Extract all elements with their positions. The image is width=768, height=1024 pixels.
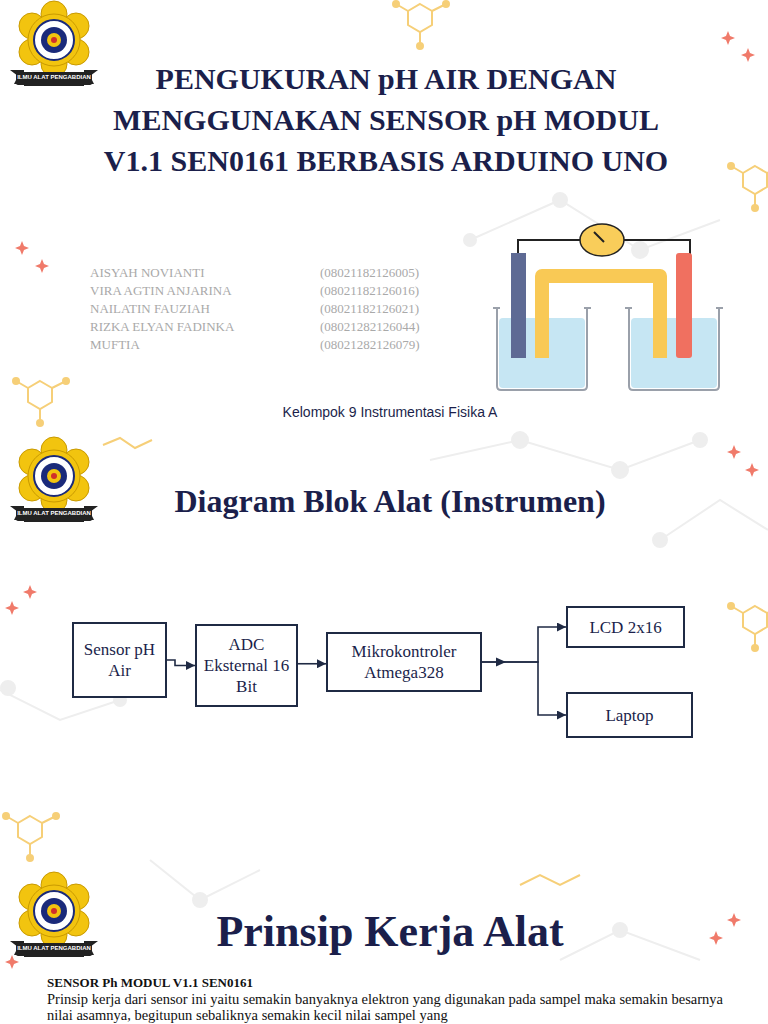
section-heading: SENSOR Ph MODUL V1.1 SEN0161 [47,975,447,991]
box-label: Laptop [605,705,653,726]
logo-motto: ILMU ALAT PENGABDIAN [16,509,92,518]
signal-arrow [482,627,566,662]
member-name: AISYAH NOVIANTI [90,265,310,281]
logo-motto: ILMU ALAT PENGABDIAN [16,73,92,82]
process-box: Laptop [566,692,693,738]
member-name: RIZKA ELYAN FADINKA [90,319,310,335]
box-label: LCD 2x16 [589,617,661,638]
group-label: Kelompok 9 Instrumentasi Fisika A [150,404,630,421]
signal-arrow [167,660,195,666]
student-id: (08021182126016) [320,283,540,299]
junction-arrowhead [496,658,506,667]
electrochemical-cell [493,224,723,390]
member-name: MUFTIA [90,337,310,353]
signal-arrow [298,663,326,665]
student-id: (08021182126005) [320,265,540,281]
logo-motto: ILMU ALAT PENGABDIAN [16,944,92,953]
process-box: LCD 2x16 [566,606,685,648]
member-name: NAILATIN FAUZIAH [90,301,310,317]
signal-arrow [482,662,566,715]
box-label: ADC Eksternal 16 Bit [203,634,290,697]
student-id: (08021282126079) [320,337,540,353]
body-paragraph: Prinsip kerja dari sensor ini yaitu sema… [47,991,723,1023]
student-id: (08021282126044) [320,319,540,335]
box-label: Mikrokontroler Atmega328 [334,641,474,683]
slide-heading: Diagram Blok Alat (Instrumen) [110,482,670,520]
slide-title: PENGUKURAN pH AIR DENGAN MENGGUNAKAN SEN… [96,58,676,181]
process-box: ADC Eksternal 16 Bit [195,624,298,707]
student-id: (08021182126021) [320,301,540,317]
box-label: Sensor pH Air [80,639,159,681]
slide-heading: Prinsip Kerja Alat [110,906,670,958]
process-box: Sensor pH Air [72,622,167,698]
process-box: Mikrokontroler Atmega328 [326,632,482,692]
member-name: VIRA AGTIN ANJARINA [90,283,310,299]
